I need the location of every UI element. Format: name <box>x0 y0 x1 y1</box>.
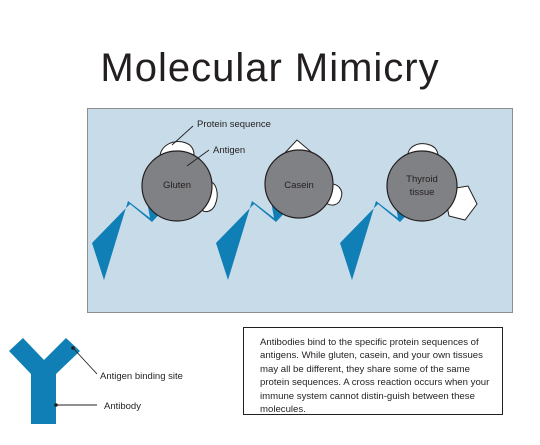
description-box: Antibodies bind to the specific protein … <box>243 327 503 415</box>
binding-site-label: Antigen binding site <box>100 371 183 382</box>
callout-line <box>72 347 98 375</box>
antibody-arm <box>340 190 416 280</box>
antigen-callout: Antigen <box>213 145 245 156</box>
antigen-gluten <box>141 150 213 222</box>
page-title: Molecular Mimicry <box>100 46 440 90</box>
binding-site-notch <box>23 328 34 338</box>
thyroid-group: Thyroid tissue <box>340 143 478 280</box>
antibody-arm <box>92 190 168 280</box>
antibody-legend-icon <box>9 338 80 424</box>
antigen-label: Casein <box>284 180 314 191</box>
antibody-label: Antibody <box>104 401 141 412</box>
antigen-label: tissue <box>410 187 435 198</box>
casein-group: Casein <box>216 139 343 280</box>
callout-line <box>186 149 210 167</box>
gluten-group: Gluten <box>92 141 218 280</box>
description-text: Antibodies bind to the specific protein … <box>260 337 490 416</box>
callout-dot <box>54 403 58 407</box>
callout-dot <box>71 346 75 350</box>
antigen-casein <box>264 149 334 219</box>
antibody-arm <box>216 190 292 280</box>
protein-sequence-callout: Protein sequence <box>197 119 271 130</box>
antigen-thyroid <box>386 150 458 222</box>
callout-line <box>171 125 194 146</box>
binding-site-notch <box>66 333 77 344</box>
antigen-label: Gluten <box>163 180 191 191</box>
antigen-label: Thyroid <box>406 174 438 185</box>
